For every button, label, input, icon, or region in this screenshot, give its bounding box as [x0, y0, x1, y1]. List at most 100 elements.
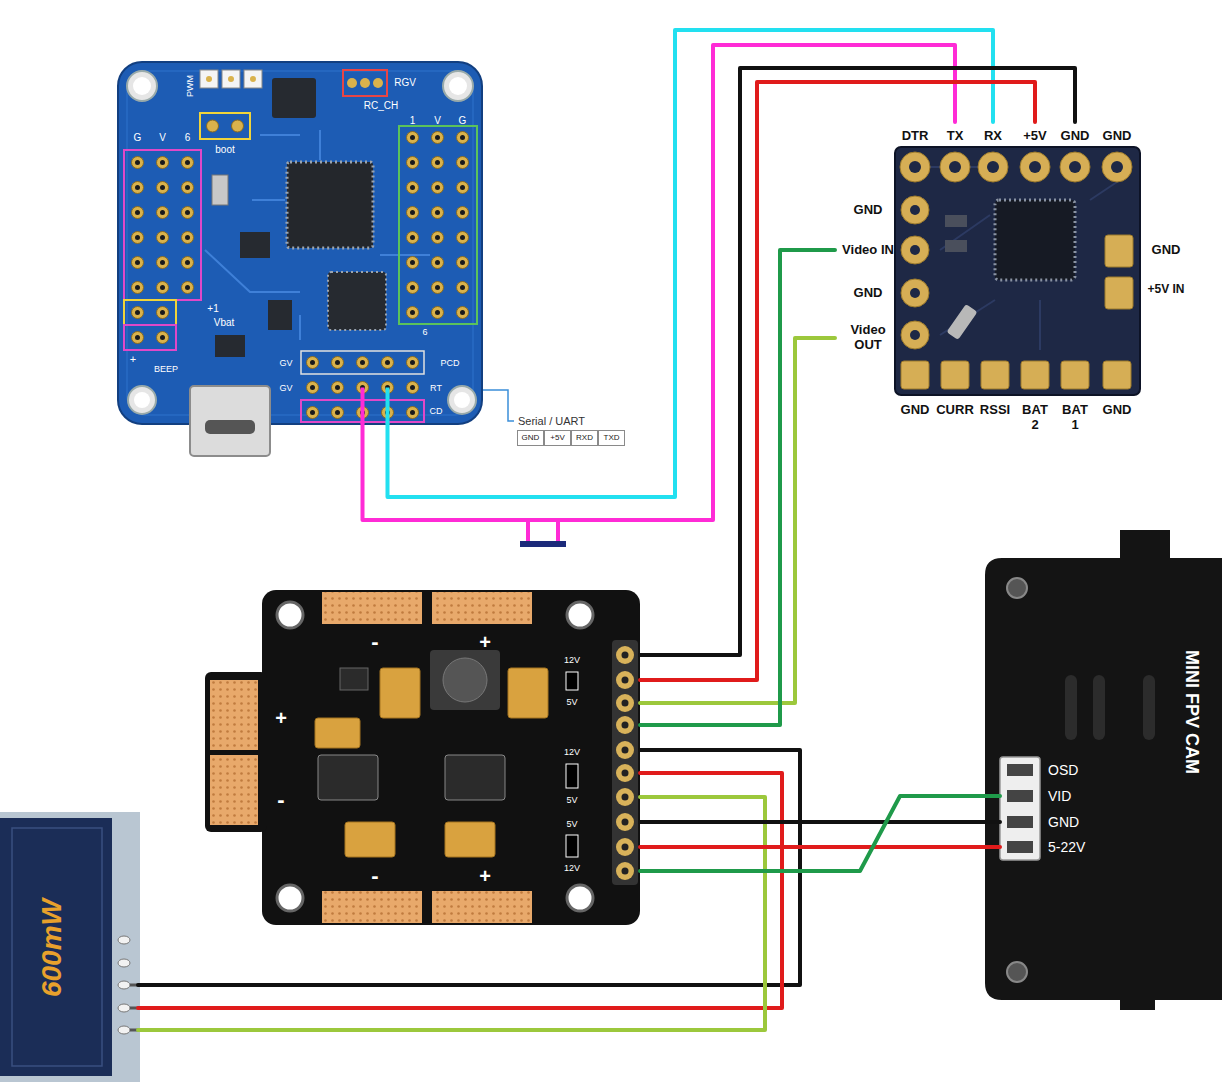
wire	[388, 30, 994, 497]
osd-board	[895, 147, 1140, 395]
pin-label: RX	[984, 129, 1002, 144]
solder-pad	[1105, 277, 1133, 309]
wire-crossover	[520, 520, 566, 547]
chip	[945, 215, 967, 227]
silkscreen-label: Vbat	[214, 317, 235, 329]
mounting-hole	[277, 602, 593, 911]
uart-leader-line	[483, 390, 514, 421]
vtx-pin	[118, 936, 130, 944]
voltage-regulator	[318, 755, 378, 800]
solder-pad	[910, 330, 920, 340]
silkscreen-label: GV	[279, 382, 292, 392]
boot-pads	[207, 120, 219, 132]
wire	[363, 45, 956, 520]
voltage-regulator	[318, 668, 505, 800]
silkscreen-label: V	[434, 115, 441, 127]
silkscreen-label: +	[130, 353, 136, 366]
capacitor	[445, 822, 495, 857]
wire	[138, 750, 800, 985]
fpv-camera	[1007, 578, 1027, 598]
pdb-pin	[616, 741, 634, 759]
pin-header	[125, 325, 175, 350]
pdb-pin	[616, 716, 634, 734]
rgv-header	[360, 78, 370, 88]
silkscreen-label: 6	[422, 327, 427, 337]
boot-pads	[200, 113, 250, 139]
flight-controller-board	[205, 130, 430, 340]
pin-header	[124, 325, 176, 350]
boot-pads	[232, 120, 244, 132]
power-rating-label: 600mW	[36, 899, 68, 997]
pwm-pads	[200, 70, 262, 88]
solder-pad	[432, 592, 532, 624]
wire	[640, 338, 835, 703]
silkscreen-label: GV	[279, 357, 292, 367]
wire	[640, 796, 1000, 871]
camera-connector	[1007, 790, 1033, 802]
power-distribution-board: -++--+12V5V12V5V5V12V	[255, 585, 640, 930]
pwm-pads	[250, 76, 256, 82]
solder-pad	[1102, 152, 1132, 182]
silkscreen-label: 5V	[566, 819, 577, 829]
inductor	[430, 650, 500, 710]
solder-pad	[987, 161, 999, 173]
usb-port	[205, 420, 255, 434]
solder-pad	[1069, 161, 1081, 173]
pdb-pin	[622, 700, 629, 707]
pin-label: GND	[1061, 129, 1090, 144]
pdb-pin	[616, 838, 634, 856]
vtx-pin	[118, 959, 130, 967]
wire-crossover	[528, 520, 558, 541]
capacitor	[315, 718, 360, 748]
pdb-pin	[622, 868, 629, 875]
table-cell: GND	[517, 430, 544, 446]
video-transmitter	[0, 812, 140, 1082]
fpv-camera	[1093, 675, 1105, 740]
silkscreen-label: G	[134, 132, 142, 144]
silkscreen-label: +	[479, 865, 491, 888]
uart-leader-line	[483, 390, 514, 421]
pin-label: BAT 2	[1018, 403, 1052, 433]
osd-board: DTRTXRX+5VGNDGNDGNDVideo INGNDVideo OUTG…	[835, 122, 1195, 440]
solder-pad	[940, 152, 970, 182]
chip	[215, 335, 245, 357]
pdb-pin	[622, 770, 629, 777]
solder-pad	[978, 152, 1008, 182]
silkscreen-label: 12V	[564, 655, 580, 665]
mounting-hole	[133, 77, 151, 95]
pin-header	[124, 150, 201, 300]
silkscreen-label: RC_CH	[364, 100, 398, 112]
solder-pad	[210, 680, 258, 750]
pwm-pads	[228, 76, 234, 82]
solder-pad	[901, 196, 929, 224]
flight-controller-board	[118, 62, 482, 424]
pin-header	[301, 351, 424, 374]
pin-header	[125, 150, 200, 300]
solder-pad	[901, 321, 929, 349]
camera-connector	[1007, 841, 1033, 853]
rgv-header	[373, 78, 383, 88]
silkscreen-label: PWM	[185, 75, 195, 97]
table-cell: +5V	[544, 430, 571, 446]
solder-pad	[910, 288, 920, 298]
solder-pad	[322, 592, 422, 624]
camera-connector	[1007, 816, 1033, 828]
boot-pads	[200, 113, 250, 139]
pin-label: Video OUT	[842, 323, 894, 353]
pin-header	[124, 125, 477, 422]
solder-pad	[1111, 161, 1123, 173]
camera-connector	[1000, 757, 1040, 860]
mounting-hole	[127, 71, 157, 101]
pdb-pin	[616, 646, 634, 664]
pin-label: GND	[901, 403, 930, 418]
mounting-hole	[277, 602, 303, 628]
table-cell: RXD	[571, 430, 598, 446]
pdb-pin	[616, 862, 634, 880]
chip	[287, 162, 373, 248]
usb-port	[190, 386, 270, 456]
osd-board	[930, 167, 1120, 350]
flight-controller: PWMRGVRC_CH1VGGV6boot+1VbatBEEP+GVPCDGVR…	[110, 55, 488, 424]
silkscreen-label: 6	[185, 132, 191, 144]
chip	[945, 240, 967, 252]
